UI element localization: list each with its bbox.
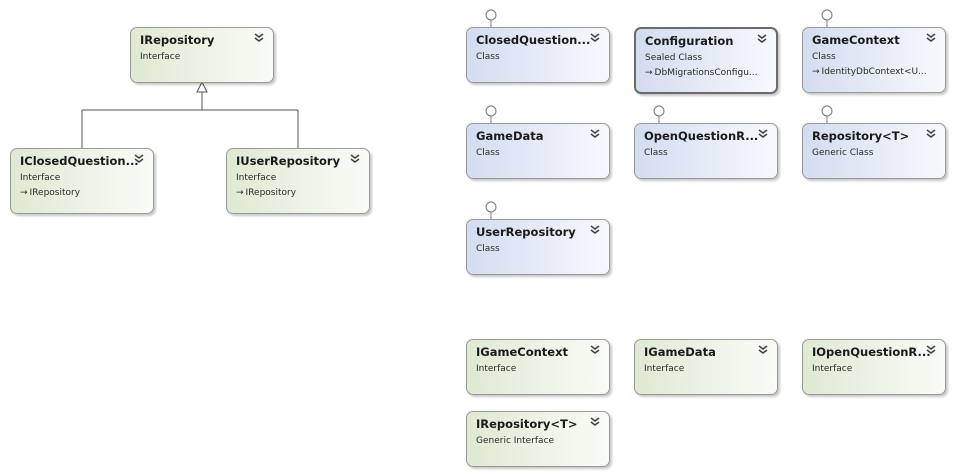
shape-irepository[interactable]: IRepository Interface	[130, 27, 274, 83]
interface-lollipop-icon	[653, 105, 665, 125]
shape-base-type: →IRepository	[20, 188, 81, 198]
collapse-chevron-icon[interactable]	[757, 344, 769, 356]
interface-lollipop-icon	[821, 9, 833, 29]
inherits-arrow-icon: →	[20, 188, 28, 198]
shape-name: Configuration	[645, 34, 734, 48]
shape-name: GameContext	[812, 33, 900, 47]
shape-kind: Interface	[644, 364, 685, 374]
collapse-chevron-icon[interactable]	[133, 153, 145, 165]
inherits-arrow-icon: →	[645, 68, 653, 78]
collapse-chevron-icon[interactable]	[253, 32, 265, 44]
shape-igamecontext[interactable]: IGameContext Interface	[466, 339, 610, 395]
shape-name: ClosedQuestion...	[476, 33, 591, 47]
collapse-chevron-icon[interactable]	[349, 153, 361, 165]
shape-name: GameData	[476, 129, 544, 143]
shape-name: Repository<T>	[812, 129, 910, 143]
shape-name: IRepository	[140, 33, 215, 47]
shape-userrepository[interactable]: UserRepository Class	[466, 219, 610, 275]
shape-iuserrepository[interactable]: IUserRepository Interface →IRepository	[226, 148, 370, 214]
shape-openquestion[interactable]: OpenQuestionR... Class	[634, 123, 778, 179]
collapse-chevron-icon[interactable]	[756, 33, 768, 45]
shape-kind: Generic Class	[812, 148, 874, 158]
collapse-chevron-icon[interactable]	[589, 128, 601, 140]
shape-name: IRepository<T>	[476, 417, 578, 431]
shape-kind: Class	[476, 244, 500, 254]
inherits-arrow-icon: →	[812, 67, 820, 77]
shape-closedquestion[interactable]: ClosedQuestion... Class	[466, 27, 610, 83]
shape-kind: Class	[476, 148, 500, 158]
shape-name: IClosedQuestion...	[20, 154, 139, 168]
collapse-chevron-icon[interactable]	[589, 344, 601, 356]
inherits-arrow-icon: →	[236, 188, 244, 198]
shape-iopenquestion[interactable]: IOpenQuestionR... Interface	[802, 339, 946, 395]
shape-kind: Class	[812, 52, 836, 62]
shape-configuration[interactable]: Configuration Sealed Class →DbMigrations…	[634, 27, 778, 94]
inheritance-arrowhead	[196, 80, 208, 93]
shape-kind: Class	[476, 52, 500, 62]
shape-name: IUserRepository	[236, 154, 341, 168]
shape-base-type: →IdentityDbContext<U...	[812, 67, 927, 77]
shape-kind: Sealed Class	[645, 53, 703, 63]
interface-lollipop-icon	[485, 105, 497, 125]
collapse-chevron-icon[interactable]	[757, 128, 769, 140]
shape-base-type: →IRepository	[236, 188, 297, 198]
collapse-chevron-icon[interactable]	[589, 224, 601, 236]
shape-kind: Interface	[20, 173, 61, 183]
shape-iclosedquestion[interactable]: IClosedQuestion... Interface →IRepositor…	[10, 148, 154, 214]
shape-kind: Interface	[236, 173, 277, 183]
collapse-chevron-icon[interactable]	[589, 32, 601, 44]
interface-lollipop-icon	[485, 201, 497, 221]
shape-kind: Class	[644, 148, 668, 158]
shape-kind: Interface	[812, 364, 853, 374]
shape-name: UserRepository	[476, 225, 576, 239]
shape-name: IGameData	[644, 345, 716, 359]
shape-name: IGameContext	[476, 345, 568, 359]
collapse-chevron-icon[interactable]	[925, 344, 937, 356]
shape-kind: Interface	[476, 364, 517, 374]
interface-lollipop-icon	[821, 105, 833, 125]
collapse-chevron-icon[interactable]	[589, 416, 601, 428]
shape-irepositoryt[interactable]: IRepository<T> Generic Interface	[466, 411, 610, 467]
shape-gamecontext[interactable]: GameContext Class →IdentityDbContext<U..…	[802, 27, 946, 93]
interface-lollipop-icon	[485, 9, 497, 29]
shape-base-type: →DbMigrationsConfigu...	[645, 68, 758, 78]
collapse-chevron-icon[interactable]	[925, 128, 937, 140]
shape-name: OpenQuestionR...	[644, 129, 759, 143]
shape-repositoryt[interactable]: Repository<T> Generic Class	[802, 123, 946, 179]
shape-igamedata[interactable]: IGameData Interface	[634, 339, 778, 395]
shape-kind: Interface	[140, 52, 181, 62]
shape-kind: Generic Interface	[476, 436, 555, 446]
shape-gamedata[interactable]: GameData Class	[466, 123, 610, 179]
collapse-chevron-icon[interactable]	[925, 32, 937, 44]
shape-name: IOpenQuestionR...	[812, 345, 931, 359]
